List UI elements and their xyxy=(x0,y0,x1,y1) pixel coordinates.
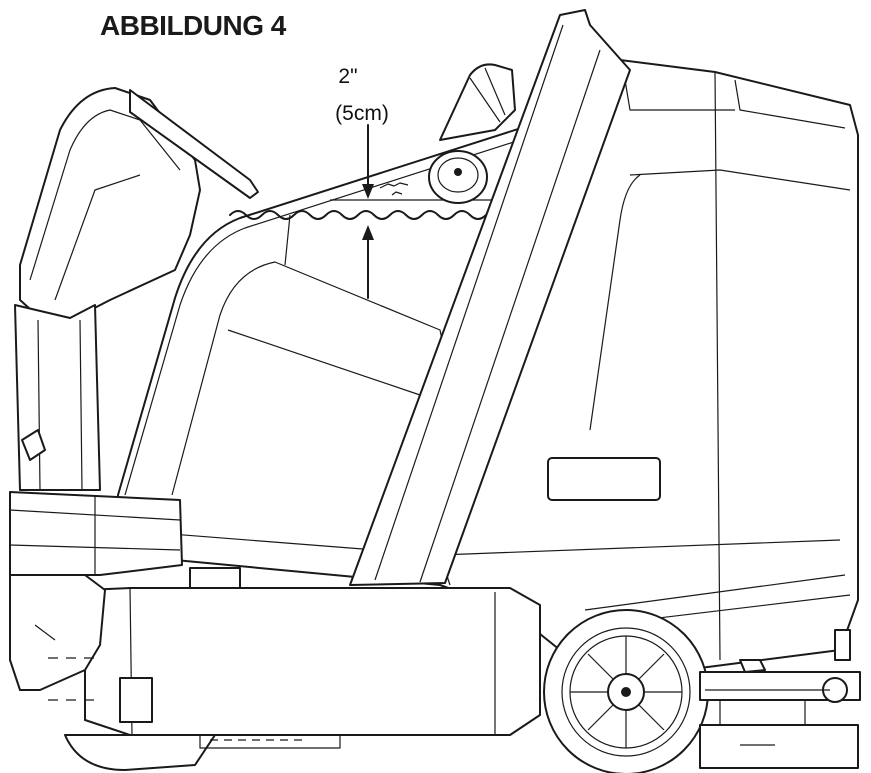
rear-wheel xyxy=(543,609,709,773)
skirt xyxy=(199,735,341,749)
dimension-arrow-up xyxy=(362,225,374,299)
pedal xyxy=(21,429,46,461)
tank-cap xyxy=(428,150,488,204)
fill-level-symbol xyxy=(379,182,409,196)
charger-port xyxy=(189,567,241,589)
front-nose xyxy=(9,574,106,691)
latch xyxy=(119,677,153,723)
steering-handle xyxy=(129,89,259,199)
dimension-metric-label: (5cm) xyxy=(335,102,389,125)
front-bumper xyxy=(9,491,183,576)
squeegee-assembly xyxy=(699,629,861,769)
figure-title: ABBILDUNG 4 xyxy=(100,10,286,41)
decal-panel xyxy=(547,457,661,501)
dimension-arrow-down xyxy=(362,124,374,199)
dimension-inches-label: 2" xyxy=(338,65,357,88)
front-column xyxy=(14,304,101,491)
drain-hose-column xyxy=(349,9,631,586)
battery-compartment xyxy=(84,567,541,736)
operator-console xyxy=(19,87,259,319)
hose-nozzle xyxy=(439,63,516,141)
front-wheel xyxy=(64,734,216,771)
